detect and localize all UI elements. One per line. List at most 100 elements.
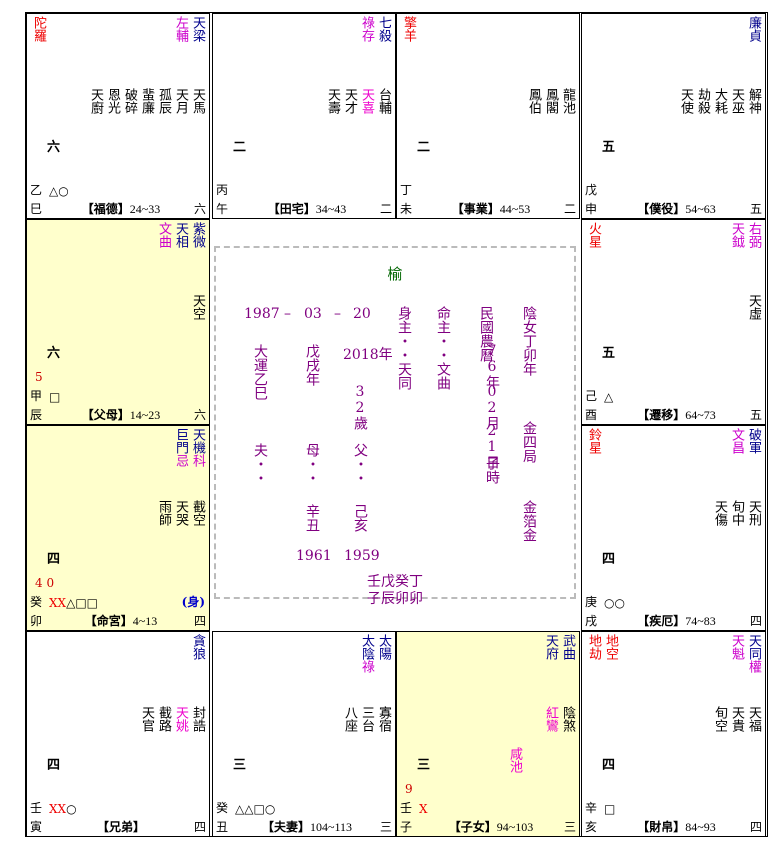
palace-footer: 寅【兄弟】四 [30,818,206,834]
major-star: 太陽 [376,634,391,660]
minor-stars: 封誥天姚截路天官 [139,706,205,732]
minor-star: 寡宿 [376,706,391,732]
gender-year: 陰女丁卯年 [521,306,537,376]
palace-count: 二 [563,201,576,216]
birth-month: 03 [304,306,322,322]
palace-number: 六 [47,346,61,361]
malefic-star: 鈴星 [586,428,601,454]
center-info-panel: 榆 1987 – 03 – 20 身主・・天同 命主・・文曲 民國農曆 陰女丁卯… [214,246,576,607]
palace-number: 四 [47,758,61,773]
minor-star: 天刑 [746,500,761,526]
major-star: 七殺 [376,16,391,42]
malefic-stars: 火星 [586,222,601,248]
palace-count: 三 [379,819,392,834]
palace-number: 二 [417,140,431,155]
minor-star: 恩光 [105,88,120,114]
palace-name[interactable]: 【疾厄】74~83 [637,613,716,628]
palace-name[interactable]: 【僕役】54~63 [637,201,716,216]
lunar-month: 02月 [484,384,500,430]
earthly-branch: 未 [400,201,413,216]
earthly-branch: 午 [216,201,229,216]
major-stars: 貪狼 [190,634,205,660]
heavenly-stem: 甲 [30,389,43,403]
age-range: 74~83 [685,613,716,628]
minor-star: 天壽 [325,88,340,114]
major-star: 天魁 [729,634,744,660]
major-stars: 太陽太陰祿 [359,634,391,673]
palace-name[interactable]: 【父母】14~23 [81,407,161,422]
palace-name[interactable]: 【子女】94~103 [448,819,534,834]
lunar-day: 21日 [484,423,500,469]
major-stars: 天機科巨門忌 [173,428,205,467]
mother-year: 1961 [296,548,332,564]
minor-star: 天福 [746,706,761,732]
minor-star: 天使 [678,88,693,114]
transform-mark: 權 [746,660,761,673]
minor-star: 劫殺 [695,88,710,114]
symbol-marks: □ [604,802,616,816]
palace-count: 四 [193,819,206,834]
minor-star: 雨師 [156,500,171,526]
minor-star: 截路 [156,706,171,732]
year-2018: 2018年 [343,347,393,363]
major-star: 太陰 [359,634,374,660]
symbol-marks: XX△□□ [49,596,99,610]
ju-type: 金四局 [521,421,537,463]
lunar-head-1: 民國農曆 [478,306,494,362]
minor-stars: 天虛 [746,294,761,320]
major-star: 貪狼 [190,634,205,660]
palace-name[interactable]: 【福德】24~33 [81,201,161,216]
minor-star: 紅鸞 [543,706,558,732]
husband-label: 夫・・ [252,443,268,485]
major-star: 祿存 [359,16,374,42]
palace-name[interactable]: 【夫妻】104~113 [261,819,353,834]
minor-star: 天哭 [173,500,188,526]
mother-ganzhi: 辛丑 [304,504,320,532]
palace-name[interactable]: 【遷移】64~73 [637,407,716,422]
symbol-marks: XX○ [49,802,77,816]
palace-name[interactable]: 【田宅】34~43 [267,201,347,216]
heavenly-stem: 乙 [30,183,43,197]
age-range: 4~13 [132,613,158,628]
palace-number: 四 [602,552,616,567]
major-star: 文昌 [729,428,744,454]
palace-name[interactable]: 【命宮】4~13 [84,613,158,628]
major-stars: 武曲天府 [543,634,575,660]
major-stars: 右弼天鉞 [729,222,761,248]
minor-star: 解神 [746,88,761,114]
major-stars: 七殺祿存 [359,16,391,42]
transform-mark: 忌 [173,454,188,467]
heavenly-stem: 癸 [30,595,43,609]
malefic-star: 擎羊 [401,16,416,42]
major-star: 武曲 [560,634,575,660]
palace-name[interactable]: 【財帛】84~93 [637,819,716,834]
earthly-branch: 巳 [30,201,43,216]
palace-name[interactable]: 【兄弟】 [96,819,145,834]
palace-footer: 未 【事業】44~53 二 [400,200,576,216]
palace-name[interactable]: 【事業】44~53 [451,201,531,216]
palace-number: 五 [602,346,616,361]
major-stars: 破軍文昌 [729,428,761,454]
palace-count: 六 [193,407,206,422]
year-number: 9 [405,782,413,796]
birth-day: 20 [353,306,371,322]
minor-star: 蜚廉 [139,88,154,114]
minor-star: 破碎 [122,88,137,114]
age-range: 104~113 [309,819,353,834]
